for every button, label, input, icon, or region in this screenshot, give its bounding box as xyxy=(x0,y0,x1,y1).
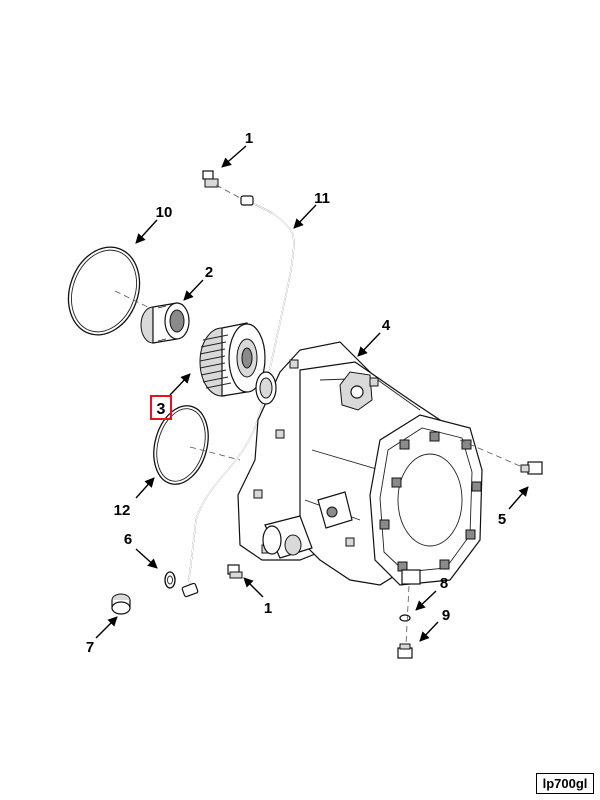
callout-8: 8 xyxy=(440,575,448,592)
washer-icon xyxy=(164,571,176,589)
callout-3-highlight: 3 xyxy=(150,395,172,420)
tube-icon xyxy=(181,195,295,598)
callout-leaders xyxy=(95,145,529,642)
o-ring-icon xyxy=(67,246,141,336)
callout-2: 2 xyxy=(205,264,213,281)
callout-7: 7 xyxy=(86,639,94,656)
fitting-icon xyxy=(202,170,241,199)
callout-1-top: 1 xyxy=(245,130,253,147)
plug-icon xyxy=(111,593,131,615)
plug-icon xyxy=(397,643,413,659)
fitting-icon xyxy=(227,564,243,579)
callout-4: 4 xyxy=(382,317,391,334)
callout-6: 6 xyxy=(124,531,132,548)
gear-icon xyxy=(199,322,266,397)
o-ring-icon xyxy=(399,614,411,622)
bolt-icon xyxy=(459,439,543,475)
callout-5: 5 xyxy=(498,511,506,528)
callout-10: 10 xyxy=(156,204,173,221)
housing-icon xyxy=(237,341,483,586)
callout-12: 12 xyxy=(114,502,131,519)
seal-ring-icon xyxy=(153,405,209,485)
callout-11: 11 xyxy=(314,190,330,207)
bearing-icon xyxy=(140,302,190,344)
callout-1-bottom: 1 xyxy=(264,600,272,617)
callout-3: 3 xyxy=(157,401,166,418)
figure-id-label: lp700gl xyxy=(536,773,594,794)
callout-9: 9 xyxy=(442,607,450,624)
